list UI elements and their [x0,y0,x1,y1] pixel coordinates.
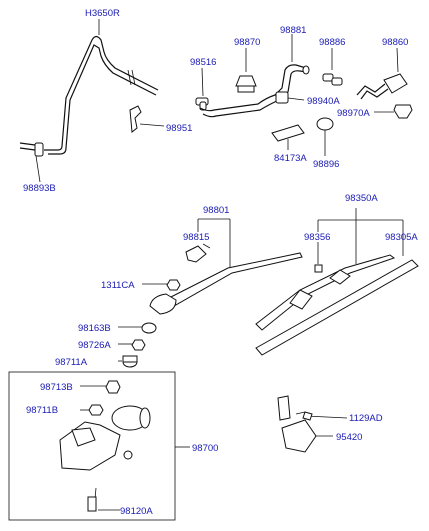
label-95420: 95420 [336,432,362,443]
label-98350A: 98350A [345,193,378,204]
washer-hose-98881 [199,34,310,118]
nut-1311CA [142,279,181,291]
label-98726A: 98726A [78,340,111,351]
label-98896: 98896 [313,159,339,170]
washer-hose-assembly [19,19,159,183]
nut-98726A [118,339,146,351]
label-98886: 98886 [319,37,345,48]
label-98713B: 98713B [40,382,73,393]
label-98356: 98356 [304,232,330,243]
label-98711B: 98711B [26,405,58,416]
label-98700: 98700 [192,443,218,454]
label-98516: 98516 [190,57,216,68]
label-98815: 98815 [183,232,209,243]
label-1311CA: 1311CA [101,280,135,291]
label-98970A: 98970A [337,108,370,119]
label-84173A: 84173A [274,153,307,164]
label-98870: 98870 [234,37,260,48]
label-98951: 98951 [166,123,192,134]
cap-98970A [374,104,413,119]
wiper-motor-98700 [8,371,190,521]
nozzle-connector-98516 [195,67,209,111]
label-98881: 98881 [280,25,306,36]
label-98801: 98801 [203,205,229,216]
label-98120A: 98120A [120,506,153,517]
label-98893B: 98893B [23,183,56,194]
washer-nozzle-98860 [356,47,408,100]
hose-clip-98951 [129,105,165,133]
washer-98163B [118,322,157,334]
label-H3650R: H3650R [85,8,120,19]
wiper-arm-98801 [149,218,303,315]
label-98305A: 98305A [385,232,418,243]
grommet-98870 [235,48,257,93]
label-98860: 98860 [382,37,408,48]
label-98163B: 98163B [78,323,111,334]
pad-84173A [271,124,305,150]
plug-98896 [316,117,334,156]
label-98940A: 98940A [307,96,340,107]
wiper-blade-98350A [255,208,419,356]
relay-95420 [277,395,348,453]
label-1129AD: 1129AD [349,413,383,424]
cap-98711A [118,355,138,368]
connector-98886 [322,48,343,86]
label-98711A: 98711A [55,357,88,368]
